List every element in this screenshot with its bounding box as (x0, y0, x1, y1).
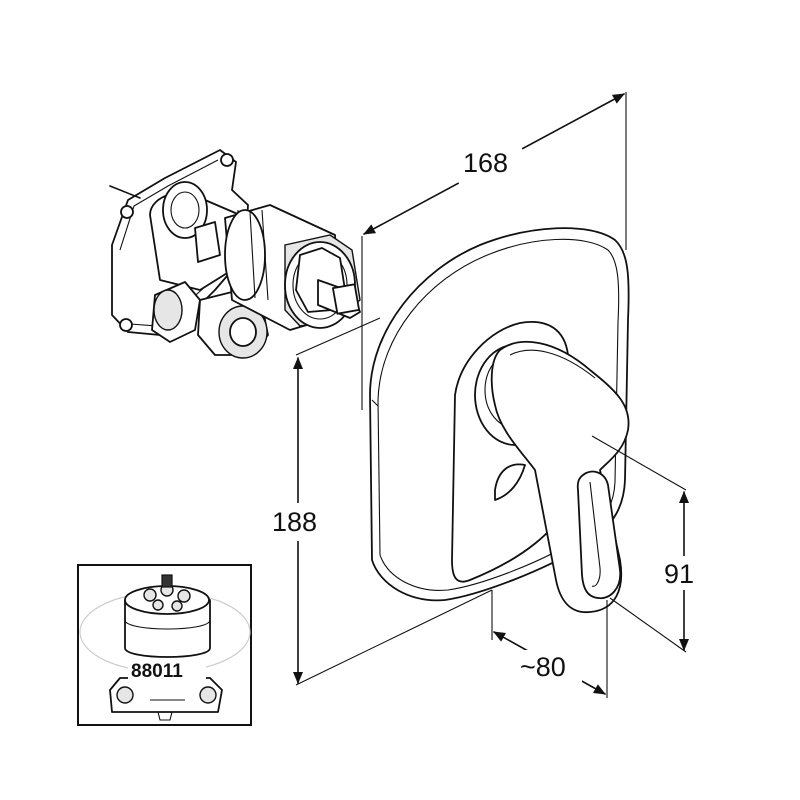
dimension-168 (361, 92, 627, 410)
height-dimension-label: 188 (272, 507, 317, 537)
width-dimension-label: 168 (463, 148, 508, 178)
inset-box (77, 564, 252, 726)
rough-in-valve-body (109, 149, 361, 359)
mount-hole-icon (220, 153, 234, 167)
lever-height-dimension-label: 91 (664, 559, 694, 589)
mount-hole-icon (120, 205, 134, 219)
dimension-188 (272, 317, 493, 686)
part-number-label: 88011 (131, 661, 183, 682)
dimension-91 (591, 435, 706, 653)
mount-hole-icon (119, 318, 133, 332)
dimension-80 (491, 590, 608, 698)
lever-handle (474, 340, 630, 613)
lever-depth-dimension-label: ~80 (520, 652, 566, 682)
